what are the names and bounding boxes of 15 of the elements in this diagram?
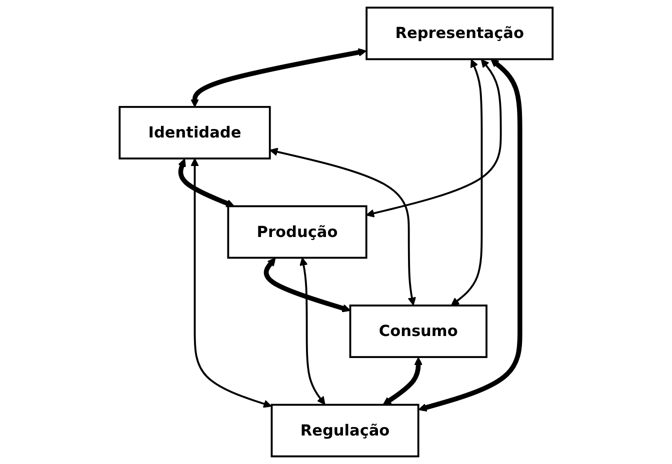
arrow (264, 258, 350, 312)
arrow (178, 158, 234, 208)
arrow (366, 59, 502, 218)
node-box: Produção (227, 205, 368, 259)
arrow (190, 158, 272, 408)
node-box: Identidade (118, 106, 271, 160)
arrow (382, 357, 422, 406)
arrow (299, 257, 326, 405)
arrow (190, 48, 366, 108)
node-box: Representação (366, 6, 554, 60)
arrow (450, 59, 483, 306)
arrow (269, 148, 416, 306)
node-box: Regulação (270, 404, 420, 458)
node-box: Consumo (349, 304, 488, 358)
arrow (418, 58, 522, 412)
